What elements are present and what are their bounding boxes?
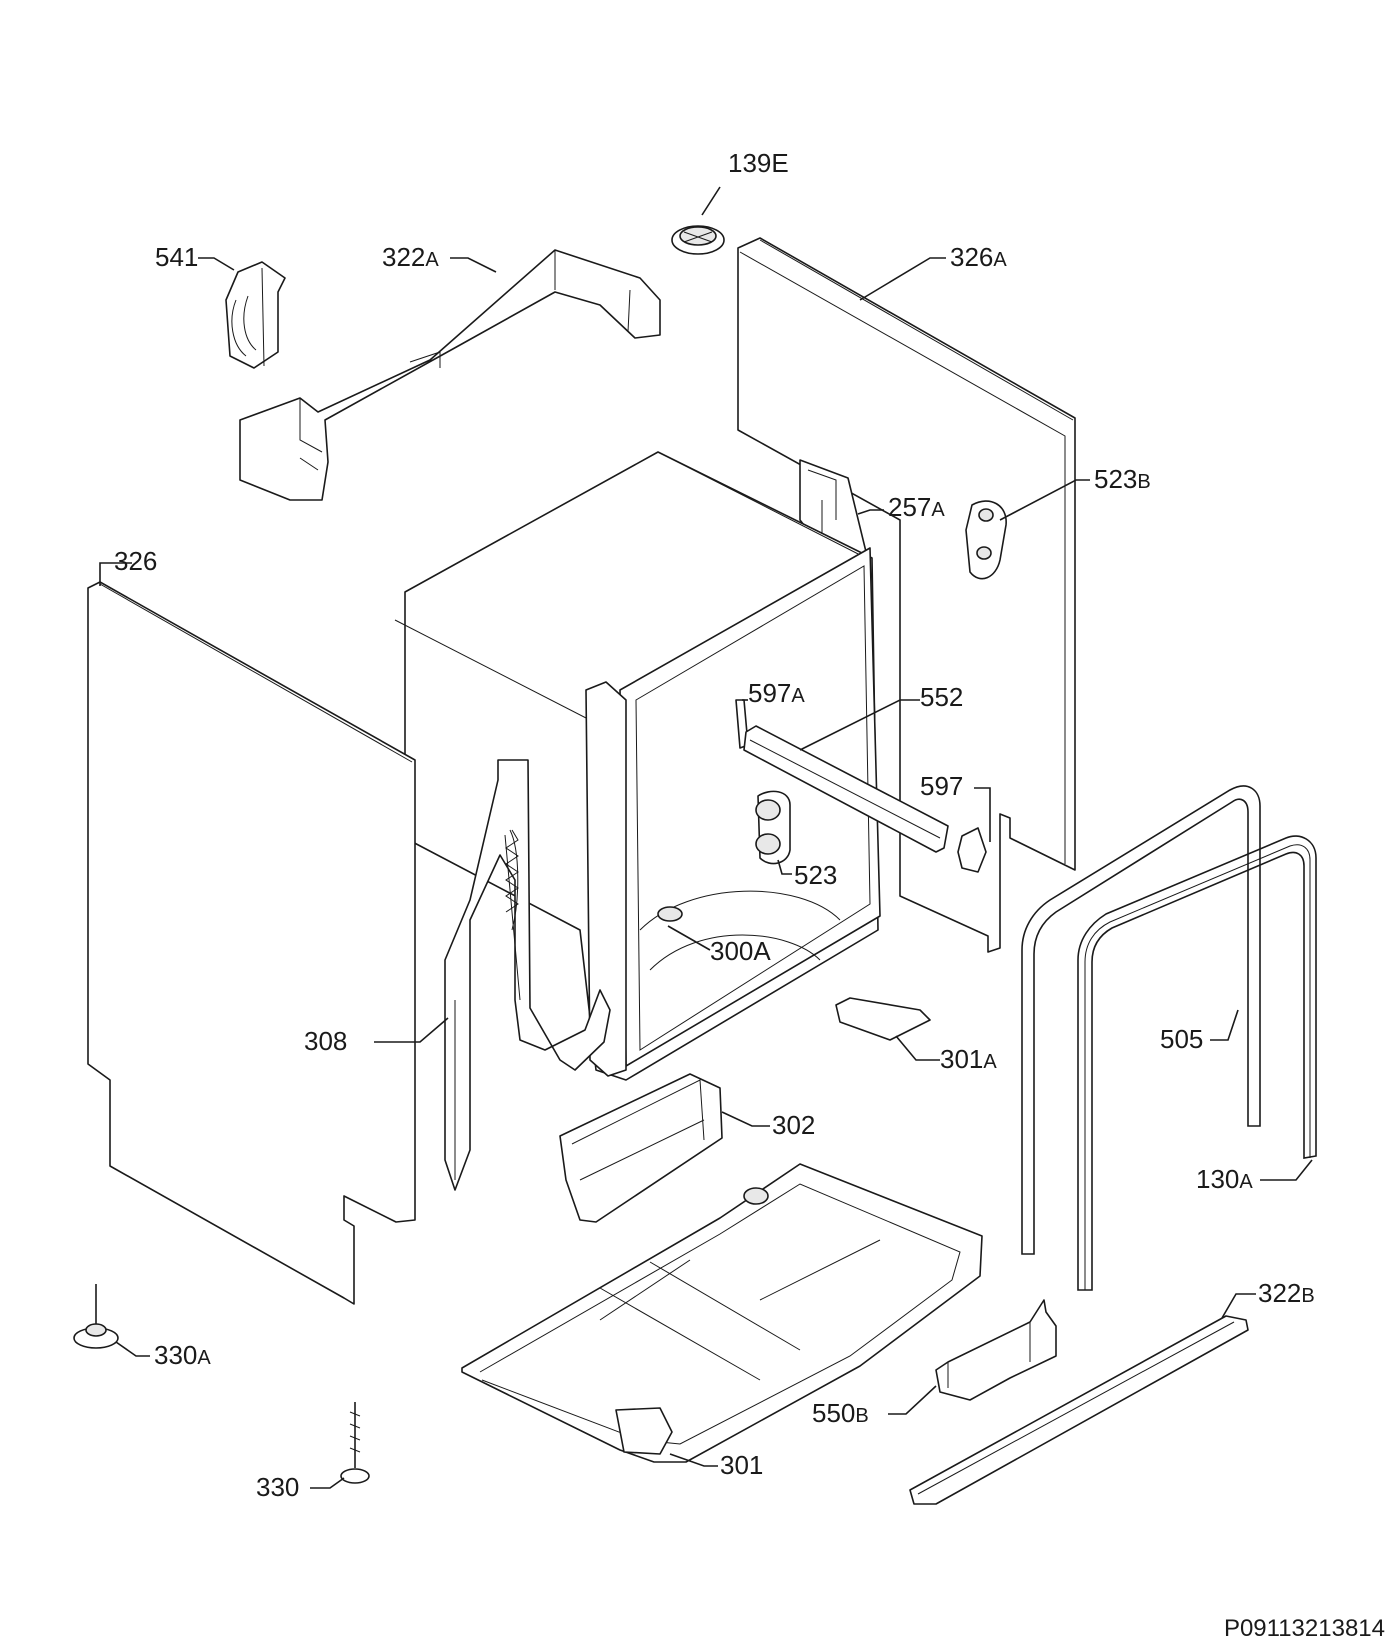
part-301-base: [461, 1163, 983, 1463]
label-301: 301: [720, 1450, 763, 1480]
label-505: 505: [1160, 1024, 1203, 1054]
label-326: 326: [114, 546, 157, 576]
reference-code: P09113213814: [1224, 1615, 1385, 1642]
part-541-clip: [225, 261, 286, 369]
part-330A-foot: [73, 1284, 119, 1349]
label-597A: 597A: [748, 678, 805, 708]
label-302: 302: [772, 1110, 815, 1140]
part-552-rail: [743, 725, 949, 853]
label-130A: 130A: [1196, 1164, 1253, 1194]
label-523B: 523B: [1094, 464, 1151, 494]
label-541: 541: [155, 242, 198, 272]
label-523: 523: [794, 860, 837, 890]
label-597: 597: [920, 771, 963, 801]
part-308-hinge: [444, 759, 611, 1191]
label-330A: 330A: [154, 1340, 211, 1370]
label-308: 308: [304, 1026, 347, 1056]
label-301A: 301A: [940, 1044, 997, 1074]
label-300A: 300A: [710, 936, 771, 966]
part-139E-knob: [671, 225, 725, 255]
part-labels: 139E 541 322A 326A 523B 257A 326 597A 55…: [114, 148, 1315, 1502]
part-550B-bracket: [935, 1299, 1057, 1401]
part-130A-seal: [1077, 835, 1317, 1291]
part-322A-upper-bracket: [239, 249, 661, 501]
part-301A-bracket: [835, 997, 931, 1041]
part-597-clip: [957, 827, 987, 873]
label-330: 330: [256, 1472, 299, 1502]
label-322B: 322B: [1258, 1278, 1315, 1308]
part-302-channel: [559, 1073, 723, 1223]
label-139E: 139E: [728, 148, 789, 178]
part-330-screw: [340, 1402, 370, 1484]
part-523B-grommet: [965, 500, 1007, 580]
leader-lines: [99, 186, 1313, 1489]
label-322A: 322A: [382, 242, 439, 272]
part-523-grommet: [755, 790, 791, 865]
part-326-left-panel: [87, 581, 416, 1305]
part-322B-strip: [909, 1315, 1249, 1505]
label-550B: 550B: [812, 1398, 869, 1428]
part-505-gasket: [1021, 785, 1261, 1255]
label-326A: 326A: [950, 242, 1007, 272]
label-257A: 257A: [888, 492, 945, 522]
label-552: 552: [920, 682, 963, 712]
part-326A-right-panel: [737, 237, 1076, 953]
